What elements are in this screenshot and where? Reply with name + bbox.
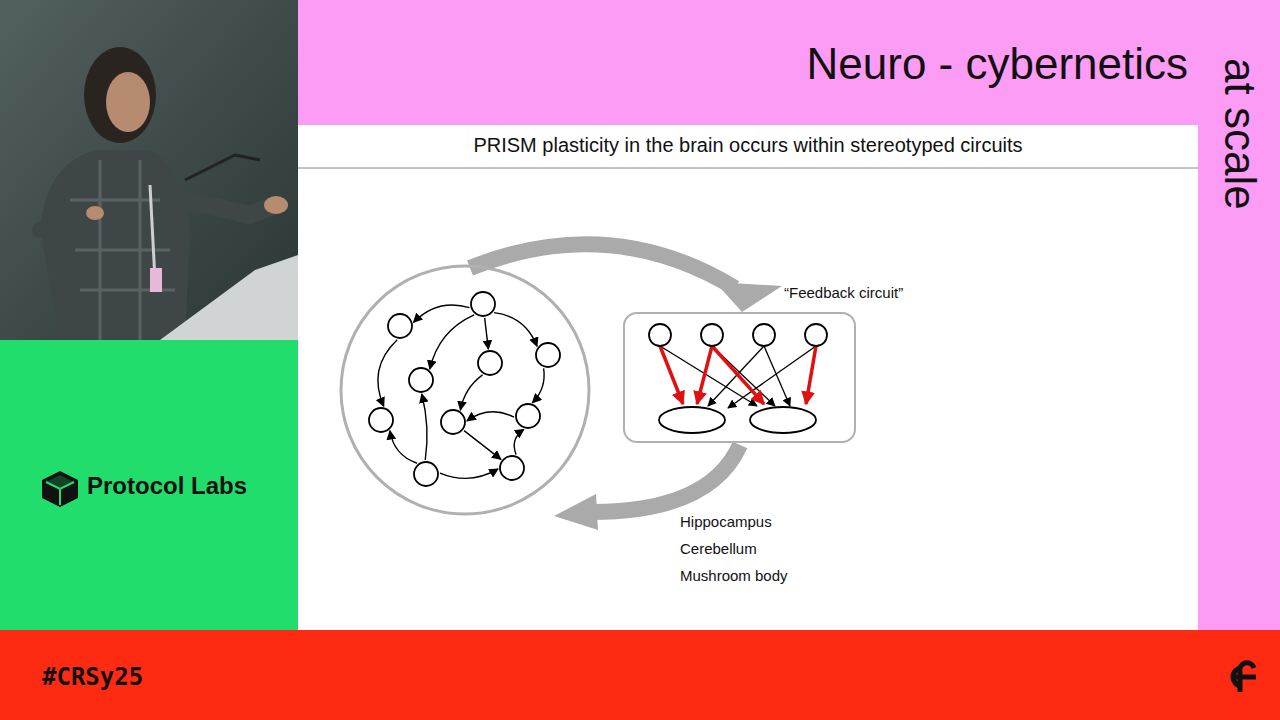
event-hashtag: #CRSy25	[42, 665, 143, 689]
network-link	[494, 313, 537, 347]
plastic-synapse	[660, 346, 683, 404]
synapse	[712, 346, 775, 406]
network-link	[467, 412, 514, 421]
network-link	[485, 318, 489, 349]
neuron	[414, 462, 438, 486]
neuron	[409, 368, 433, 392]
neuron	[500, 456, 524, 480]
speaker-figure	[40, 47, 298, 340]
network-boundary	[341, 266, 589, 514]
circuit-box: “Feedback circuit”	[623, 312, 856, 443]
output-neuron	[750, 407, 816, 433]
title-rule	[298, 168, 1198, 169]
plastic-synapse	[712, 346, 764, 404]
feedback-circuit-content	[649, 324, 827, 433]
plastic-synapse	[697, 346, 712, 404]
loop-arrows	[470, 244, 782, 530]
network-link	[440, 469, 498, 478]
network-link	[532, 368, 544, 402]
cf-logo	[1233, 663, 1256, 692]
brain-region: Hippocampus	[680, 514, 772, 529]
title-banner	[298, 0, 1280, 125]
network-link	[378, 340, 397, 407]
network-link	[514, 429, 524, 454]
neuron	[478, 351, 502, 375]
input-neuron	[649, 324, 671, 346]
network-link	[460, 375, 482, 410]
input-neuron	[753, 324, 775, 346]
output-neuron	[659, 407, 725, 433]
brain-region: Cerebellum	[680, 541, 757, 556]
network-link	[422, 394, 427, 460]
footer-bar	[0, 630, 1280, 720]
neuron	[536, 343, 560, 367]
slide-area	[298, 125, 1198, 630]
sponsor-panel	[0, 340, 298, 630]
network-link	[464, 431, 501, 460]
network-link	[390, 431, 417, 463]
event-title: Neuro - cybernetics	[807, 42, 1188, 86]
synapse	[708, 346, 764, 406]
protocol-labs-logo	[42, 471, 78, 507]
speaker-video	[0, 0, 298, 340]
neuron	[441, 410, 465, 434]
input-neuron	[805, 324, 827, 346]
synapse	[764, 346, 790, 406]
neuron	[516, 404, 540, 428]
event-subtitle: at scale	[1218, 58, 1262, 210]
neuron	[471, 292, 495, 316]
synapse	[660, 346, 757, 406]
network-link	[414, 305, 470, 322]
slide-title: PRISM plasticity in the brain occurs wit…	[298, 134, 1198, 157]
network-link	[430, 315, 474, 369]
plastic-synapse	[806, 346, 816, 404]
side-banner	[1198, 0, 1280, 630]
recurrent-network	[369, 292, 560, 486]
sponsor-name: Protocol Labs	[87, 474, 247, 498]
neuron	[369, 408, 393, 432]
circuit-heading: “Feedback circuit”	[784, 284, 903, 301]
neuron	[388, 314, 412, 338]
brain-region: Mushroom body	[680, 568, 788, 583]
input-neuron	[701, 324, 723, 346]
